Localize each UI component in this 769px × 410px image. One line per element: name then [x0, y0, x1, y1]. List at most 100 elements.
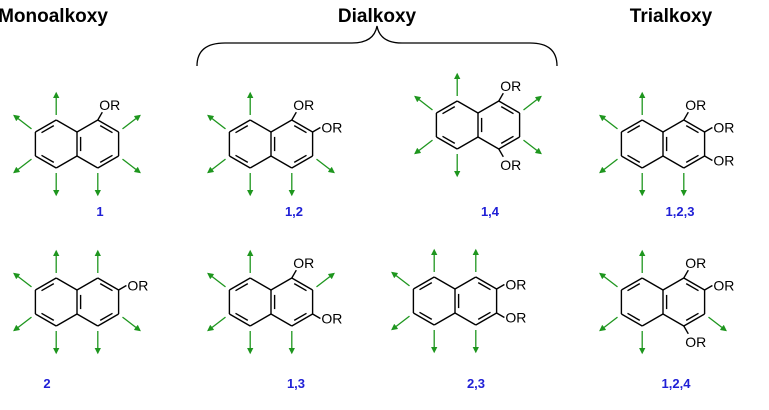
double-bond: [419, 311, 433, 321]
double-bond: [293, 312, 307, 322]
bond: [55, 155, 78, 169]
bond: [35, 277, 57, 291]
bond: [641, 119, 664, 133]
double-bond: [41, 312, 55, 322]
bond: [662, 119, 685, 133]
substituent-bond: [496, 312, 505, 319]
arrow-7: [599, 272, 618, 288]
substituent-label: OR: [127, 278, 148, 294]
bond: [621, 277, 643, 291]
substituent-bond: [291, 111, 297, 121]
double-bond: [477, 281, 491, 291]
compound-label: 1,2,4: [662, 376, 692, 391]
bond: [291, 277, 313, 291]
bond: [35, 313, 57, 327]
compound-1: OR1: [13, 91, 141, 219]
compound-label: 1,2: [285, 204, 303, 219]
bond: [229, 155, 251, 169]
bond: [436, 100, 458, 114]
bond: [413, 276, 435, 290]
bond: [413, 312, 435, 326]
double-bond: [235, 282, 249, 292]
arrow-7: [391, 271, 410, 287]
arrow-3: [122, 316, 141, 332]
double-bond: [442, 105, 456, 115]
double-bond: [235, 312, 249, 322]
substituent-bond: [704, 126, 713, 133]
header-trialkoxy: Trialkoxy: [630, 6, 713, 27]
double-bond: [41, 154, 55, 164]
arrow-7: [599, 114, 618, 130]
bond: [76, 155, 99, 169]
arrow-3: [316, 158, 335, 174]
bond: [641, 277, 664, 291]
arrow-6: [13, 316, 32, 332]
arrow-7: [207, 114, 226, 130]
double-bond: [627, 312, 641, 322]
bond: [249, 277, 272, 291]
substituent-bond: [683, 111, 689, 121]
double-bond: [477, 311, 491, 321]
bond: [55, 277, 78, 291]
substituent-label: OR: [99, 97, 120, 113]
double-bond: [500, 105, 514, 115]
double-bond: [500, 135, 514, 145]
substituent-bond: [683, 269, 689, 279]
arrow-3: [708, 316, 727, 332]
substituent-label: OR: [293, 97, 314, 113]
bond: [35, 119, 57, 133]
bond: [477, 136, 500, 150]
bond: [76, 313, 99, 327]
bond: [498, 136, 520, 150]
bond: [477, 100, 500, 114]
double-bond: [293, 154, 307, 164]
double-bond: [41, 282, 55, 292]
bond: [291, 313, 313, 327]
double-bond: [235, 154, 249, 164]
arrow-2: [122, 114, 141, 130]
bond: [291, 119, 313, 133]
bond: [76, 277, 99, 291]
arrow-6: [207, 316, 226, 332]
bond: [55, 313, 78, 327]
substituent-bond: [496, 283, 505, 290]
double-bond: [99, 312, 113, 322]
arrow-2: [523, 95, 542, 111]
substituent-bond: [498, 92, 504, 102]
bond: [662, 277, 685, 291]
compound-2: OR 2: [13, 249, 148, 391]
arrow-7: [13, 272, 32, 288]
bond: [97, 155, 119, 169]
double-bond: [293, 282, 307, 292]
double-bond: [685, 312, 699, 322]
bond: [454, 276, 477, 290]
bond: [249, 155, 272, 169]
compound-label: 2: [43, 376, 50, 391]
dialkoxy-brace: [196, 25, 558, 67]
bond: [270, 119, 293, 133]
bond: [456, 136, 479, 150]
arrow-7: [207, 272, 226, 288]
bond: [433, 312, 456, 326]
double-bond: [235, 124, 249, 134]
bond: [475, 312, 497, 326]
arrow-6: [391, 315, 410, 331]
bond: [621, 119, 643, 133]
bond: [35, 155, 57, 169]
bond: [621, 155, 643, 169]
bond: [291, 155, 313, 169]
header-dialkoxy: Dialkoxy: [338, 6, 417, 27]
bond: [76, 119, 99, 133]
arrow-6: [207, 158, 226, 174]
substituent-label: OR: [685, 255, 706, 271]
substituent-label: OR: [293, 255, 314, 271]
substituent-label: OR: [505, 310, 526, 326]
bond: [433, 276, 456, 290]
bond: [229, 277, 251, 291]
double-bond: [627, 124, 641, 134]
substituent-label: OR: [685, 97, 706, 113]
